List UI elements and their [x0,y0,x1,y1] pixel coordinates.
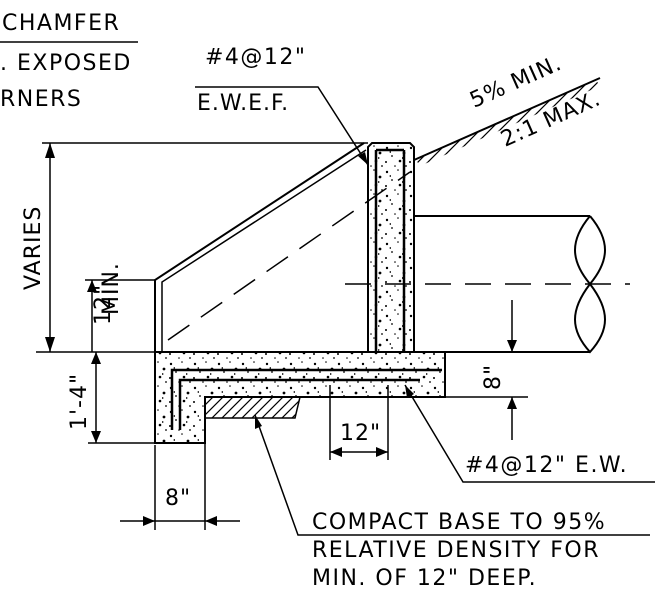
compact-line-2: RELATIVE DENSITY FOR [312,538,600,563]
rebar-bottom-label: #4@12" E.W. [465,453,628,478]
corners-label: RNERS [0,87,82,112]
compact-base-hatch [204,396,301,419]
rebar-bottom-leader [404,384,655,483]
footing-rebar-top [170,368,442,430]
one-four-label: 1'-4" [67,373,92,430]
varies-label: VARIES [21,206,46,290]
compact-line-1: COMPACT BASE TO 95% [312,510,606,535]
twelve-min-label: 12" [91,284,116,325]
twelve-bottom-label: 12" [340,421,381,446]
eight-right-label: 8" [481,364,506,390]
wingwall-outline [154,142,365,352]
pipe-break-top [574,215,606,286]
wingwall-inner [161,149,367,352]
exposed-label: . EXPOSED [0,51,132,76]
chamfer-label: CHAMFER [2,11,120,36]
slope-line [413,77,601,161]
min-label: MIN. [99,262,124,315]
compact-line-3: MIN. OF 12" DEEP. [312,566,537,591]
footing-rebar-bottom [178,378,420,430]
rebar-top-label: #4@12" [205,45,307,70]
eight-bottom-label: 8" [165,486,191,511]
rebar-top-leader [195,86,369,166]
pipe-break-bottom [574,283,606,354]
compact-leader [254,414,650,536]
ewef-label: E.W.E.F. [197,91,289,116]
slope-hatch [416,80,600,166]
hidden-line [167,171,411,341]
